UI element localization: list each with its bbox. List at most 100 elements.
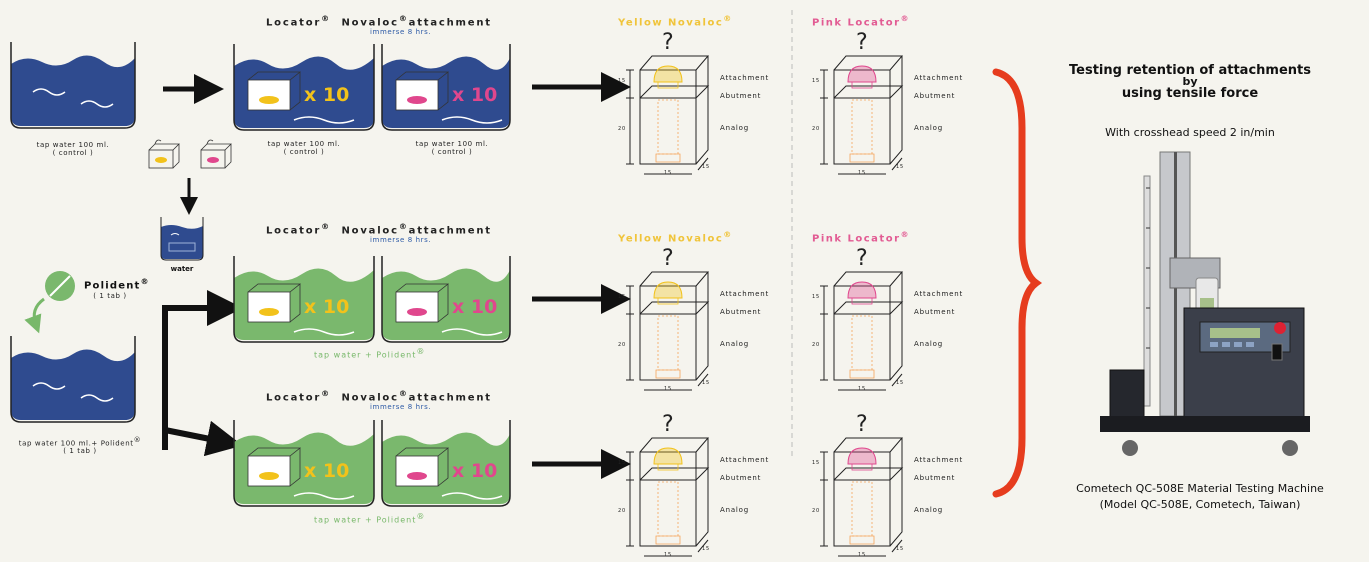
machine-caption: Cometech QC-508E Material Testing Machin… — [1076, 482, 1324, 511]
water-label: water — [170, 265, 194, 273]
specimen-dim-body: 20 — [618, 342, 626, 348]
arrow-down-icon — [180, 178, 198, 215]
group-1-duration: immerse 8 hrs. — [370, 236, 432, 244]
group-0-yellow-multiplier: x 10 — [304, 84, 350, 106]
group-0-header: Locator® Novaloc®attachment — [266, 14, 492, 29]
specimen-box-icon — [626, 437, 710, 557]
group-2-duration: immerse 8 hrs. — [370, 403, 432, 411]
control-caption: tap water 100 ml. ( control ) — [36, 141, 110, 157]
col-pink-header-1: Pink Locator® — [812, 230, 911, 245]
specimen-dim-body: 20 — [812, 126, 820, 132]
col-yellow-header-1: Yellow Novaloc® — [618, 230, 733, 245]
specimen-dim-depth: 15 — [702, 164, 710, 170]
group-0-pink-multiplier: x 10 — [452, 84, 498, 106]
specimen-dim-body: 20 — [812, 342, 820, 348]
specimen-box-icon — [820, 271, 904, 391]
specimen-dim-width: 15 — [858, 170, 866, 176]
small-specimen-boxes-icon — [148, 139, 232, 169]
specimen-label-abutment: Abutment — [720, 92, 762, 100]
specimen-dim-width: 15 — [858, 386, 866, 392]
specimen-label-attachment: Attachment — [720, 74, 770, 82]
specimen-question-mark: ? — [662, 30, 675, 55]
group-2-header: Locator® Novaloc®attachment — [266, 389, 492, 404]
arrow-right-icon — [532, 449, 631, 479]
group-0-caption-a: tap water 100 ml.( control ) — [267, 140, 341, 156]
specimen-dim-body: 20 — [618, 508, 626, 514]
group-1-caption: tap water + Polident® — [314, 347, 426, 360]
specimen-label-analog: Analog — [720, 124, 749, 132]
group-2-caption: tap water + Polident® — [314, 512, 426, 525]
polident-beaker-icon — [10, 336, 136, 423]
group-1-yellow-multiplier: x 10 — [304, 296, 350, 318]
specimen-question-mark: ? — [856, 30, 869, 55]
specimen-dim-width: 15 — [664, 170, 672, 176]
specimen-label-attachment: Attachment — [720, 456, 770, 464]
group-1-header: Locator® Novaloc®attachment — [266, 222, 492, 237]
specimen-dim-top: 15 — [618, 78, 626, 84]
specimen-dim-top: 15 — [812, 78, 820, 84]
specimen-dim-depth: 15 — [896, 546, 904, 552]
testing-speed: With crosshead speed 2 in/min — [1105, 126, 1275, 139]
specimen-dim-body: 20 — [812, 508, 820, 514]
specimen-label-analog: Analog — [720, 506, 749, 514]
arrow-right-icon — [532, 72, 631, 102]
specimen-dim-depth: 15 — [896, 164, 904, 170]
specimen-question-mark: ? — [662, 412, 675, 437]
specimen-label-abutment: Abutment — [914, 308, 956, 316]
testing-title: Testing retention of attachments by usin… — [1069, 63, 1311, 101]
specimen-dim-body: 20 — [618, 126, 626, 132]
water-beaker-icon — [160, 217, 204, 261]
specimen-label-abutment: Abutment — [914, 474, 956, 482]
specimen-question-mark: ? — [856, 412, 869, 437]
group-1-pink-multiplier: x 10 — [452, 296, 498, 318]
polident-dose: ( 1 tab ) — [93, 292, 127, 300]
col-pink-header-0: Pink Locator® — [812, 14, 911, 29]
specimen-label-attachment: Attachment — [720, 290, 770, 298]
polident-label: Polident® — [84, 277, 150, 292]
specimen-box-icon — [820, 437, 904, 557]
specimen-label-abutment: Abutment — [914, 92, 956, 100]
specimen-dim-depth: 15 — [896, 380, 904, 386]
specimen-dim-top: 15 — [618, 294, 626, 300]
group-2-pink-multiplier: x 10 — [452, 460, 498, 482]
arrow-right-icon — [163, 74, 224, 104]
specimen-label-attachment: Attachment — [914, 290, 964, 298]
specimen-box-icon — [626, 55, 710, 175]
specimen-dim-width: 15 — [858, 552, 866, 558]
arrow-curved-icon — [24, 297, 45, 334]
specimen-box-icon — [820, 55, 904, 175]
divider — [791, 10, 793, 460]
specimen-box-icon — [626, 271, 710, 391]
specimen-dim-top: 15 — [812, 460, 820, 466]
specimen-label-analog: Analog — [914, 340, 943, 348]
group-0-caption-b: tap water 100 ml.( control ) — [415, 140, 489, 156]
group-0-beakers-icon — [233, 44, 511, 131]
tensile-machine-icon — [1100, 151, 1310, 456]
specimen-label-analog: Analog — [914, 124, 943, 132]
control-beaker-icon — [10, 42, 136, 129]
branch-arrow-icon — [162, 290, 243, 457]
specimen-dim-width: 15 — [664, 386, 672, 392]
specimen-question-mark: ? — [662, 246, 675, 271]
group-1-beakers-icon — [233, 256, 511, 343]
pill-icon — [45, 271, 75, 301]
polident-beaker-caption: tap water 100 ml.+ Polident® ( 1 tab ) — [18, 436, 142, 456]
specimen-label-abutment: Abutment — [720, 308, 762, 316]
specimen-label-attachment: Attachment — [914, 456, 964, 464]
group-0-duration: immerse 8 hrs. — [370, 28, 432, 36]
specimen-label-abutment: Abutment — [720, 474, 762, 482]
specimen-label-analog: Analog — [914, 506, 943, 514]
specimen-dim-top: 15 — [812, 294, 820, 300]
specimen-dim-depth: 15 — [702, 546, 710, 552]
specimen-dim-top: 15 — [618, 460, 626, 466]
group-2-yellow-multiplier: x 10 — [304, 460, 350, 482]
specimen-label-attachment: Attachment — [914, 74, 964, 82]
group-2-beakers-icon — [233, 420, 511, 507]
arrow-right-icon — [532, 284, 631, 314]
specimen-dim-depth: 15 — [702, 380, 710, 386]
